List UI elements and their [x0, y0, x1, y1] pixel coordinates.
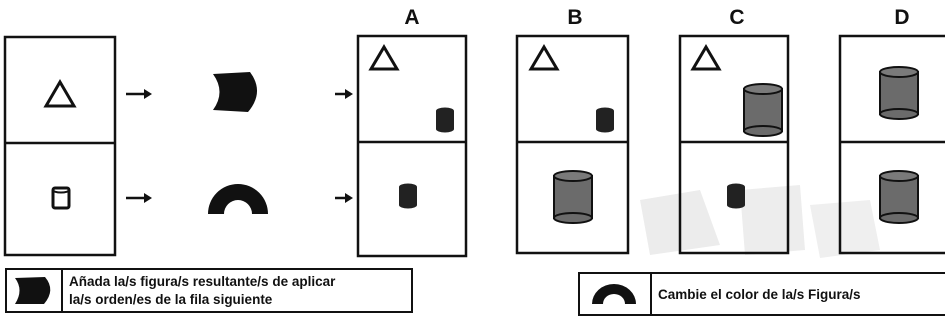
d-shape-icon: [213, 72, 258, 112]
legend-add-figure: Añada la/s figura/s resultante/s de apli…: [5, 268, 413, 313]
option-c-panel[interactable]: [678, 34, 790, 255]
cylinder-icon: [436, 107, 454, 133]
arrow-right-icon: [126, 89, 152, 99]
triangle-icon: [43, 79, 77, 108]
legend-change-color: Cambie el color de la/s Figura/s: [578, 272, 945, 316]
option-a-panel[interactable]: [356, 34, 468, 258]
legend-add-figure-line2: la/s orden/es de la fila siguiente: [69, 292, 273, 307]
triangle-icon: [528, 44, 560, 71]
cylinder-icon: [553, 170, 593, 224]
legend-change-color-text: Cambie el color de la/s Figura/s: [658, 287, 861, 302]
arch-icon: [208, 184, 268, 214]
cylinder-icon: [51, 186, 71, 210]
arch-icon: [592, 284, 636, 304]
option-c-label: C: [729, 6, 745, 29]
arrow-right-icon: [335, 89, 353, 99]
option-b-panel[interactable]: [515, 34, 630, 255]
triangle-icon: [368, 44, 400, 71]
option-d-label: D: [894, 6, 910, 29]
d-shape-icon: [15, 277, 51, 304]
cylinder-icon: [743, 83, 783, 137]
option-d-panel[interactable]: [838, 34, 945, 255]
cylinder-icon: [596, 107, 614, 133]
triangle-icon: [690, 44, 722, 71]
arrow-right-icon: [335, 193, 353, 203]
option-a-label: A: [404, 6, 420, 29]
cylinder-icon: [399, 183, 417, 209]
legend-add-figure-icon-cell: [7, 270, 63, 311]
option-b-label: B: [567, 6, 583, 29]
arrow-right-icon: [126, 193, 152, 203]
cylinder-icon: [879, 66, 919, 120]
cylinder-icon: [879, 170, 919, 224]
initial-panel: [3, 35, 117, 257]
legend-add-figure-line1: Añada la/s figura/s resultante/s de apli…: [69, 274, 336, 289]
legend-change-color-icon-cell: [580, 274, 652, 314]
cylinder-icon: [727, 183, 745, 209]
